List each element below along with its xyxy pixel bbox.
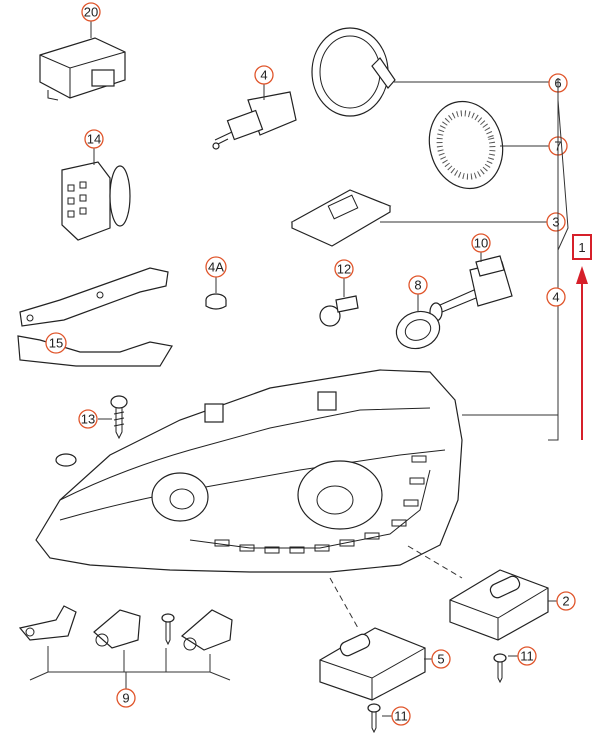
screw-part-11b[interactable] bbox=[367, 703, 381, 733]
callout-15[interactable]: 15 bbox=[45, 332, 67, 354]
callout-9[interactable]: 9 bbox=[116, 688, 136, 708]
svg-text:4: 4 bbox=[260, 68, 267, 83]
dust-cap-part[interactable] bbox=[420, 93, 512, 197]
relay-module-part[interactable] bbox=[39, 37, 126, 101]
bulb-socket-part[interactable] bbox=[212, 91, 297, 150]
xenon-bulb-part[interactable] bbox=[429, 255, 513, 322]
callout-20[interactable]: 20 bbox=[81, 2, 101, 22]
svg-text:2: 2 bbox=[562, 594, 569, 609]
callout-14[interactable]: 14 bbox=[84, 129, 104, 149]
mounting-bracket-part[interactable] bbox=[17, 267, 173, 367]
svg-text:11: 11 bbox=[394, 709, 408, 724]
clip-set-part[interactable] bbox=[18, 605, 233, 651]
screw-part-13[interactable] bbox=[110, 395, 128, 440]
callout-2[interactable]: 2 bbox=[556, 591, 576, 611]
side-bulb-part[interactable] bbox=[319, 295, 359, 327]
callout-4A[interactable]: 4A bbox=[205, 256, 227, 278]
ballast-unit-5[interactable] bbox=[319, 627, 426, 701]
callout-1-highlighted[interactable]: 1 bbox=[572, 234, 592, 260]
svg-text:14: 14 bbox=[87, 132, 101, 147]
screw-part-11a[interactable] bbox=[493, 653, 507, 684]
svg-text:20: 20 bbox=[84, 5, 98, 20]
ballast-unit-2[interactable] bbox=[449, 569, 549, 641]
callout-13[interactable]: 13 bbox=[78, 409, 98, 429]
svg-text:4: 4 bbox=[552, 290, 559, 305]
svg-text:11: 11 bbox=[520, 649, 534, 664]
retaining-ring-part[interactable] bbox=[391, 306, 445, 355]
callout-4-top[interactable]: 4 bbox=[254, 65, 274, 85]
svg-text:4A: 4A bbox=[208, 260, 224, 275]
callout-8[interactable]: 8 bbox=[408, 275, 428, 295]
svg-text:15: 15 bbox=[49, 336, 63, 351]
cover-cap-part[interactable] bbox=[311, 27, 396, 117]
callout-11-right[interactable]: 11 bbox=[517, 646, 537, 666]
plug-part[interactable] bbox=[205, 293, 227, 310]
svg-text:9: 9 bbox=[122, 691, 129, 706]
callout-10[interactable]: 10 bbox=[471, 233, 491, 253]
connector-part[interactable] bbox=[61, 161, 131, 241]
svg-text:3: 3 bbox=[552, 215, 559, 230]
svg-text:12: 12 bbox=[337, 262, 351, 277]
headlight-housing[interactable] bbox=[35, 369, 463, 573]
callout-11-bottom[interactable]: 11 bbox=[391, 706, 411, 726]
callout-4-right[interactable]: 4 bbox=[546, 287, 566, 307]
callout-5[interactable]: 5 bbox=[431, 649, 451, 669]
svg-text:1: 1 bbox=[578, 240, 585, 255]
callout-12[interactable]: 12 bbox=[334, 259, 354, 279]
svg-text:5: 5 bbox=[437, 652, 444, 667]
svg-text:10: 10 bbox=[474, 236, 488, 251]
control-unit-part[interactable] bbox=[290, 189, 392, 247]
highlight-arrow bbox=[576, 266, 588, 440]
svg-text:8: 8 bbox=[414, 278, 421, 293]
callout-3[interactable]: 3 bbox=[546, 212, 566, 232]
svg-text:13: 13 bbox=[81, 412, 95, 427]
